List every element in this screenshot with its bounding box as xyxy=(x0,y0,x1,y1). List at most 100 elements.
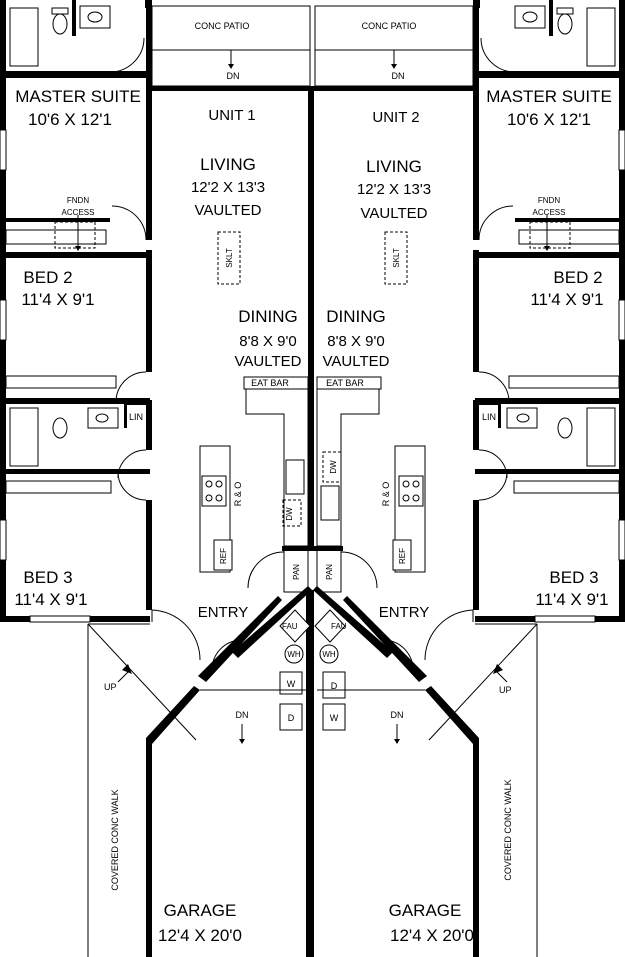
unit-2-patio: CONC PATIO DN xyxy=(314,5,474,87)
unit-2-walk-label: COVERED CONC WALK xyxy=(503,779,513,880)
unit-2: CONC PATIO DN L xyxy=(311,0,625,957)
unit-2-linen-label: LIN xyxy=(482,412,496,422)
unit-1-bed2-size: 11'4 X 9'1 xyxy=(21,290,94,309)
unit-1-dryer-label: D xyxy=(288,713,295,723)
unit-2-dining-note: VAULTED xyxy=(323,353,390,370)
unit-2-windows xyxy=(534,129,625,623)
unit-1-mechanical: FAU WH W D xyxy=(279,609,311,731)
unit-1-up-label: UP xyxy=(104,682,117,692)
unit-1-closets xyxy=(5,205,147,501)
unit-2-refrigerator-label: REF xyxy=(398,548,407,564)
unit-1-patio-label: CONC PATIO xyxy=(195,21,250,31)
unit-2-entry-label: ENTRY xyxy=(379,604,430,621)
unit-2-mechanical: FAU WH D W xyxy=(314,609,347,731)
unit-1-dining-name: DINING xyxy=(238,307,298,326)
unit-2-unit-label: UNIT 2 xyxy=(372,109,419,126)
unit-1-patio-dn-label: DN xyxy=(227,71,240,81)
unit-2-pantry-label: PAN xyxy=(325,564,334,580)
unit-2-water-heater-icon xyxy=(319,644,339,664)
unit-1-skylight-label: SKLT xyxy=(225,248,234,268)
unit-2-fndn-label-2: ACCESS xyxy=(533,208,566,217)
unit-1-living-size: 12'2 X 13'3 xyxy=(191,179,265,196)
unit-1-hall-bath: LIN xyxy=(9,407,143,467)
unit-2-eat-bar-label: EAT BAR xyxy=(326,378,364,388)
unit-2-range-oven-label: R & O xyxy=(381,482,391,507)
unit-2-fndn-label-1: FNDN xyxy=(538,196,560,205)
unit-2-kitchen: EAT BAR DW R & O REF PAN xyxy=(316,376,426,593)
unit-1-fndn-label-1: FNDN xyxy=(67,196,89,205)
unit-2-dining-size: 8'8 X 9'0 xyxy=(327,333,384,350)
unit-2-hall-bath: LIN xyxy=(482,407,616,467)
unit-2-washer-label: W xyxy=(330,713,339,723)
unit-2-up-label: UP xyxy=(499,685,512,695)
unit-2-living-note: VAULTED xyxy=(361,205,428,222)
unit-2-master-size: 10'6 X 12'1 xyxy=(507,110,591,129)
unit-2-hall-sink-icon xyxy=(516,413,530,423)
unit-2-bed3-size: 11'4 X 9'1 xyxy=(535,590,608,609)
unit-2-bed3-name: BED 3 xyxy=(549,568,598,587)
unit-1-windows xyxy=(0,129,91,623)
unit-2-closets xyxy=(478,205,620,501)
unit-1-entry-label: ENTRY xyxy=(198,604,249,621)
unit-1-range-oven-label: R & O xyxy=(233,482,243,507)
unit-1: CONC PATIO DN xyxy=(0,0,314,957)
unit-2-entry-doors xyxy=(384,609,474,671)
unit-1-bed2-name: BED 2 xyxy=(23,268,72,287)
unit-1-garage-name: GARAGE xyxy=(164,901,237,920)
unit-1-sink-icon xyxy=(87,11,103,23)
unit-1-hall-sink-icon xyxy=(95,413,109,423)
unit-1-hall-toilet-icon xyxy=(52,417,68,439)
unit-1-garage-size: 12'4 X 20'0 xyxy=(158,926,242,945)
unit-1-kitchen: EAT BAR DW R & O REF PAN xyxy=(199,376,309,593)
unit-1-refrigerator-label: REF xyxy=(219,548,228,564)
unit-1-living-name: LIVING xyxy=(200,155,256,174)
unit-2-sink-icon xyxy=(522,11,538,23)
unit-2-dishwasher-label: DW xyxy=(329,460,338,474)
unit-2-hall-toilet-icon xyxy=(557,417,573,439)
unit-1-bed3-size: 11'4 X 9'1 xyxy=(14,590,87,609)
unit-2-bed2-size: 11'4 X 9'1 xyxy=(530,290,603,309)
unit-1-patio: CONC PATIO DN xyxy=(151,5,311,87)
unit-1-furnace-label: FAU xyxy=(282,622,298,631)
unit-2-furnace-label: FAU xyxy=(331,622,347,631)
unit-1-dishwasher-label: DW xyxy=(285,507,294,521)
unit-2-skylight-label: SKLT xyxy=(392,248,401,268)
unit-1-water-heater-icon xyxy=(284,644,304,664)
unit-2-toilet-icon xyxy=(557,13,573,35)
unit-2-skylight-outline xyxy=(384,231,408,285)
unit-1-dining-note: VAULTED xyxy=(235,353,302,370)
unit-1-eat-bar-label: EAT BAR xyxy=(251,378,289,388)
unit-1-garage: UP DN COVERED CONC WALK xyxy=(87,623,308,957)
unit-1-washer-label: W xyxy=(287,679,296,689)
unit-2-living-name: LIVING xyxy=(366,157,422,176)
unit-2-dining-name: DINING xyxy=(326,307,386,326)
unit-1-entry-doors xyxy=(151,609,241,671)
unit-1-toilet-icon xyxy=(52,13,68,35)
unit-1-living-note: VAULTED xyxy=(195,202,262,219)
unit-2-garage-dn-label: DN xyxy=(391,710,404,720)
unit-1-dining-size: 8'8 X 9'0 xyxy=(239,333,296,350)
unit-1-walk-label: COVERED CONC WALK xyxy=(110,789,120,890)
unit-2-garage: UP DN COVERED CONC WALK xyxy=(317,623,538,957)
unit-2-master-bath xyxy=(480,5,616,73)
unit-1-water-heater-label: WH xyxy=(287,650,301,659)
unit-1-skylight-outline xyxy=(217,231,241,285)
unit-1-linen-label: LIN xyxy=(129,412,143,422)
unit-2-living-size: 12'2 X 13'3 xyxy=(357,181,431,198)
unit-1-fndn-label-2: ACCESS xyxy=(62,208,95,217)
unit-2-patio-label: CONC PATIO xyxy=(362,21,417,31)
unit-1-garage-dn-label: DN xyxy=(236,710,249,720)
unit-1-master-name: MASTER SUITE xyxy=(15,87,141,106)
unit-1-master-size: 10'6 X 12'1 xyxy=(28,110,112,129)
unit-1-bed3-name: BED 3 xyxy=(23,568,72,587)
unit-2-patio-dn-label: DN xyxy=(392,71,405,81)
unit-2-garage-name: GARAGE xyxy=(389,901,462,920)
unit-2-bed2-name: BED 2 xyxy=(553,268,602,287)
unit-1-master-bath xyxy=(9,5,145,73)
unit-2-water-heater-label: WH xyxy=(322,650,336,659)
unit-2-garage-size: 12'4 X 20'0 xyxy=(390,926,474,945)
unit-2-master-name: MASTER SUITE xyxy=(486,87,612,106)
unit-1-pantry-label: PAN xyxy=(292,564,301,580)
unit-1-unit-label: UNIT 1 xyxy=(208,107,255,124)
